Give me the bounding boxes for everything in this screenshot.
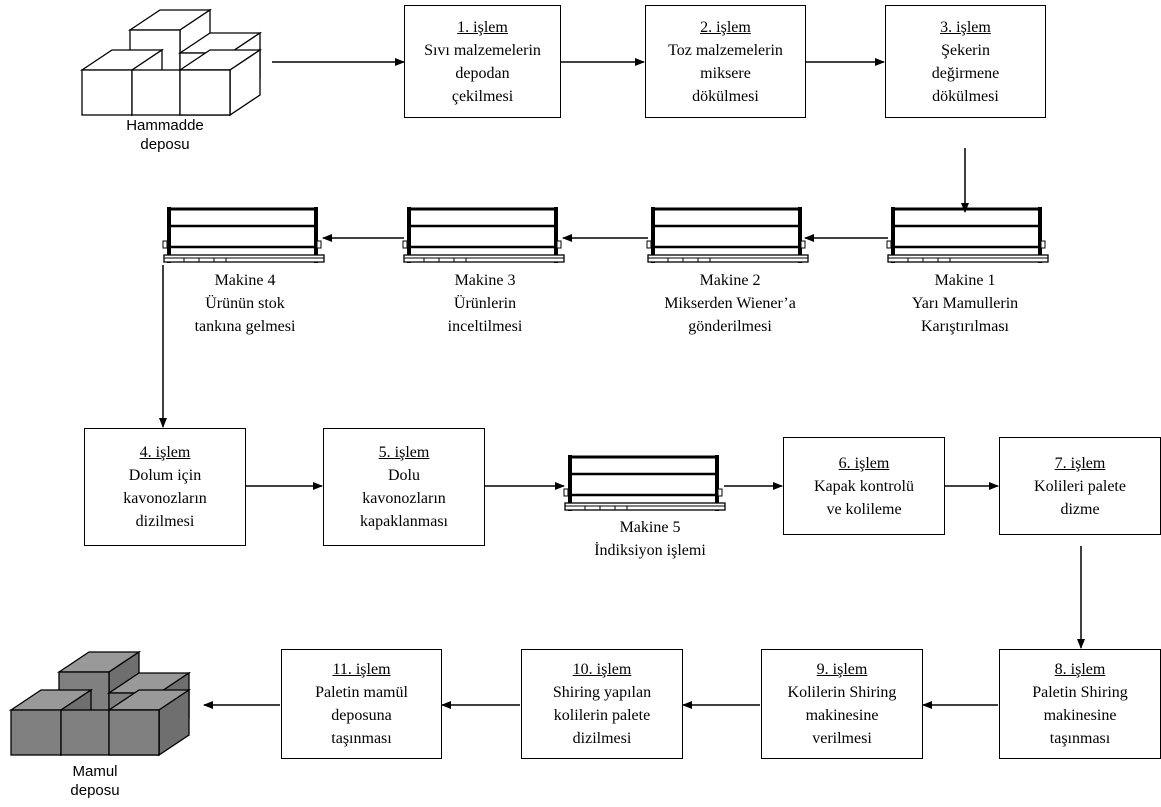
step-2-title: 2. işlem xyxy=(700,18,751,36)
step-2-line: miksere xyxy=(700,64,751,82)
step-9-box: 9. işlem Kolilerin Shiring makinesine ve… xyxy=(761,649,923,759)
step-2-line: Toz malzemelerin xyxy=(668,41,783,59)
step-6-box: 6. işlem Kapak kontrolü ve kolileme xyxy=(783,437,945,535)
step-1-line: Sıvı malzemelerin xyxy=(424,41,541,59)
step-10-box: 10. işlem Shiring yapılan kolilerin pale… xyxy=(521,649,683,759)
machine-5-line: İndiksiyon işlemi xyxy=(594,542,706,559)
step-11-line: taşınması xyxy=(331,730,392,747)
step-5-line: kapaklanması xyxy=(360,513,448,530)
machine-2-label: Makine 2 Mikserden Wiener’a gönderilmesi xyxy=(635,269,825,338)
step-8-box: 8. işlem Paletin Shiring makinesine taşı… xyxy=(999,649,1161,759)
step-4-line: kavonozların xyxy=(123,490,207,507)
machine-2-line: Mikserden Wiener’a xyxy=(664,295,796,312)
step-7-box: 7. işlem Kolileri palete dizme xyxy=(999,437,1161,535)
step-5-title: 5. işlem xyxy=(378,444,430,461)
step-8-line: Paletin Shiring xyxy=(1032,684,1128,701)
step-4-title: 4. işlem xyxy=(139,444,191,461)
cube xyxy=(131,69,181,116)
step-5-line: Dolu xyxy=(388,467,420,484)
step-9-title: 9. işlem xyxy=(816,661,868,678)
step-1-line: depodan xyxy=(455,64,510,82)
step-2-box: 2. işlem Toz malzemelerin miksere dökülm… xyxy=(645,5,806,118)
product-storage-icon xyxy=(8,650,192,757)
machine-1-name: Makine 1 xyxy=(934,272,996,289)
machine-1-icon xyxy=(886,207,1049,263)
step-10-line: kolilerin palete xyxy=(553,707,651,724)
raw-storage-label-line1: Hammadde xyxy=(126,117,204,134)
machine-3-line: inceltilmesi xyxy=(447,318,523,335)
step-3-title: 3. işlem xyxy=(940,18,991,36)
machine-1-line: Karıştırılması xyxy=(921,318,1009,335)
raw-storage-label-line2: deposu xyxy=(140,136,190,153)
step-11-title: 11. işlem xyxy=(332,661,391,678)
step-4-line: dizilmesi xyxy=(135,513,195,530)
machine-4-line: Ürünün stok xyxy=(205,295,285,312)
step-1-box: 1. işlem Sıvı malzemelerin depodan çekil… xyxy=(404,5,561,118)
step-10-line: dizilmesi xyxy=(572,730,632,747)
step-4-line: Dolum için xyxy=(128,467,202,484)
product-storage-label-line2: deposu xyxy=(70,782,120,799)
product-storage-label: Mamul deposu xyxy=(45,762,145,800)
step-6-line: ve kolileme xyxy=(826,500,902,518)
machine-3-label: Makine 3 Ürünlerin inceltilmesi xyxy=(400,269,570,338)
step-11-line: deposuna xyxy=(331,707,392,724)
machine-5-icon xyxy=(563,455,726,511)
raw-storage-label: Hammadde deposu xyxy=(115,116,215,154)
step-1-line: çekilmesi xyxy=(451,87,514,105)
step-11-box: 11. işlem Paletin mamül deposuna taşınma… xyxy=(281,649,442,759)
machine-4-line: tankına gelmesi xyxy=(194,318,296,335)
machine-4-label: Makine 4 Ürünün stok tankına gelmesi xyxy=(160,269,330,338)
machine-2-name: Makine 2 xyxy=(699,272,761,289)
raw-storage-icon xyxy=(79,8,263,117)
step-4-box: 4. işlem Dolum için kavonozların dizilme… xyxy=(84,428,246,546)
product-storage-label-line1: Mamul xyxy=(72,763,118,780)
step-8-line: makinesine xyxy=(1043,707,1117,724)
step-5-line: kavonozların xyxy=(362,490,446,507)
machine-4-name: Makine 4 xyxy=(214,272,276,289)
machine-3-icon xyxy=(402,207,565,263)
machine-5-name: Makine 5 xyxy=(619,519,681,536)
step-5-box: 5. işlem Dolu kavonozların kapaklanması xyxy=(323,428,485,546)
step-3-line: değirmene xyxy=(931,64,1000,82)
step-9-line: makinesine xyxy=(805,707,879,724)
step-9-line: Kolilerin Shiring xyxy=(787,684,897,701)
step-10-title: 10. işlem xyxy=(572,661,632,678)
step-2-line: dökülmesi xyxy=(692,87,759,105)
machine-2-icon xyxy=(646,207,809,263)
machine-1-label: Makine 1 Yarı Mamullerin Karıştırılması xyxy=(880,269,1050,338)
step-3-line: dökülmesi xyxy=(932,87,999,105)
step-1-title: 1. işlem xyxy=(457,18,508,36)
machine-2-line: gönderilmesi xyxy=(688,318,772,335)
step-6-line: Kapak kontrolü xyxy=(814,477,914,495)
step-8-title: 8. işlem xyxy=(1054,661,1106,678)
step-7-line: Kolileri palete xyxy=(1034,477,1126,495)
machine-1-line: Yarı Mamullerin xyxy=(911,295,1019,312)
step-8-line: taşınması xyxy=(1049,730,1111,747)
step-3-line: Şekerin xyxy=(941,41,990,59)
step-7-line: dizme xyxy=(1060,500,1100,518)
step-9-line: verilmesi xyxy=(812,730,872,747)
machine-5-label: Makine 5 İndiksiyon işlemi xyxy=(565,516,735,562)
step-10-line: Shiring yapılan xyxy=(552,684,652,701)
machine-3-name: Makine 3 xyxy=(454,272,516,289)
step-3-box: 3. işlem Şekerin değirmene dökülmesi xyxy=(885,5,1046,118)
machine-3-line: Ürünlerin xyxy=(453,295,517,312)
step-7-title: 7. işlem xyxy=(1054,454,1106,472)
machine-4-icon xyxy=(162,207,325,263)
step-11-line: Paletin mamül xyxy=(315,684,408,701)
step-6-title: 6. işlem xyxy=(838,454,890,472)
